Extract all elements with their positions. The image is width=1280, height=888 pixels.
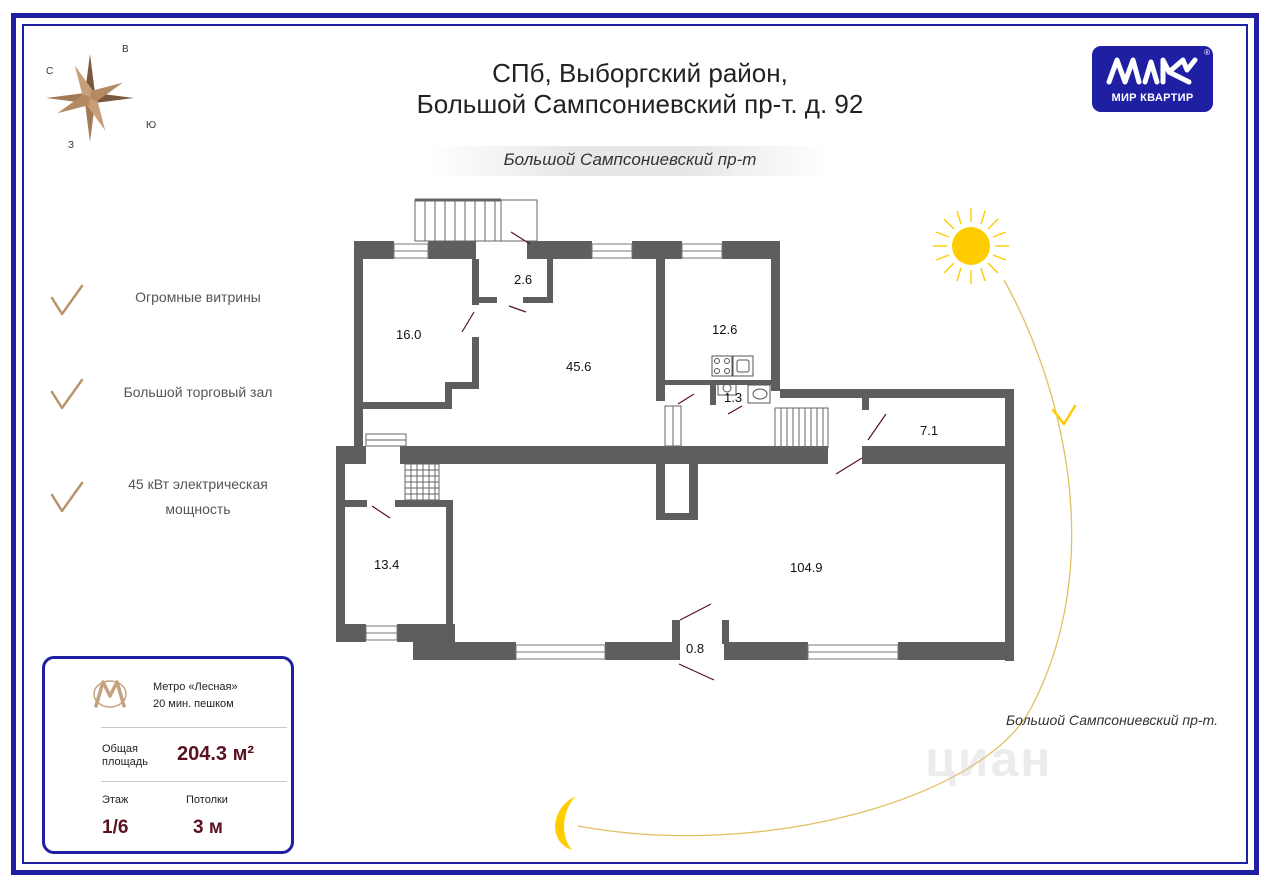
check-icon bbox=[50, 284, 84, 316]
compass-rose-icon bbox=[46, 54, 134, 142]
walls bbox=[336, 241, 1014, 661]
check-icon bbox=[50, 378, 84, 410]
room-label-0-8: 0.8 bbox=[686, 641, 705, 656]
area-label-line-1: Общая bbox=[102, 743, 138, 755]
floor-value: 1/6 bbox=[102, 817, 129, 838]
street-banner bbox=[430, 146, 830, 176]
metro-icon bbox=[93, 680, 127, 708]
info-box: Метро «Лесная» 20 мин. пешком Общая площ… bbox=[42, 656, 294, 854]
inner-frame bbox=[22, 24, 1248, 864]
title-line-2: Большой Сампсониевский пр-т. д. 92 bbox=[416, 89, 864, 119]
room-label-45-6: 45.6 bbox=[566, 359, 592, 374]
area-label-line-2: площадь bbox=[102, 756, 148, 768]
compass-east: З bbox=[68, 140, 75, 151]
feature-3: 45 кВт электрическая мощность bbox=[96, 472, 300, 522]
sink-icon bbox=[732, 355, 754, 377]
metro-info: Метро «Лесная» 20 мин. пешком bbox=[153, 679, 238, 713]
room-label-2-6: 2.6 bbox=[514, 272, 533, 287]
metro-name: Метро «Лесная» bbox=[153, 681, 238, 693]
room-label-104-9: 104.9 bbox=[790, 560, 823, 575]
compass: В С Ю З bbox=[42, 40, 162, 152]
room-label-7-1: 7.1 bbox=[920, 423, 939, 438]
page-title: СПб, Выборгский район, Большой Сампсоние… bbox=[330, 58, 950, 120]
logo-text: МИР КВАРТИР bbox=[1111, 92, 1194, 104]
watermark: циан bbox=[925, 731, 1053, 787]
outer-frame bbox=[11, 13, 1259, 875]
floor-label: Этаж bbox=[102, 794, 129, 806]
feature-3-line-1: 45 кВт электрическая bbox=[128, 476, 268, 492]
feature-2: Большой торговый зал bbox=[123, 384, 273, 400]
feature-1: Огромные витрины bbox=[135, 289, 261, 305]
compass-west: С bbox=[46, 66, 54, 77]
room-label-1-3: 1.3 bbox=[724, 390, 743, 405]
compass-north: В bbox=[122, 44, 129, 55]
metro-walk: 20 мин. пешком bbox=[153, 698, 234, 710]
room-label-16-0: 16.0 bbox=[396, 327, 422, 342]
room-label-12-6: 12.6 bbox=[712, 322, 738, 337]
area-label: Общая площадь bbox=[102, 743, 148, 769]
compass-south: Ю bbox=[146, 120, 157, 131]
check-icon bbox=[50, 481, 84, 513]
street-label-right: Большой Сампсониевский пр-т. bbox=[1006, 712, 1218, 728]
area-value: 204.3 м² bbox=[177, 743, 255, 765]
brand-logo: МИР КВАРТИР ® bbox=[1092, 46, 1213, 112]
ceiling-label: Потолки bbox=[186, 794, 228, 806]
room-label-13-4: 13.4 bbox=[374, 557, 400, 572]
logo-registered: ® bbox=[1204, 48, 1210, 57]
feature-3-line-2: мощность bbox=[165, 501, 231, 517]
title-line-1: СПб, Выборгский район, bbox=[492, 58, 788, 88]
divider bbox=[101, 727, 287, 728]
ceiling-value: 3 м bbox=[193, 817, 223, 838]
divider bbox=[101, 781, 287, 782]
logo-mark-icon bbox=[1106, 57, 1198, 85]
stove-icon bbox=[711, 355, 733, 377]
street-label-top: Большой Сампсониевский пр-т bbox=[503, 150, 757, 169]
